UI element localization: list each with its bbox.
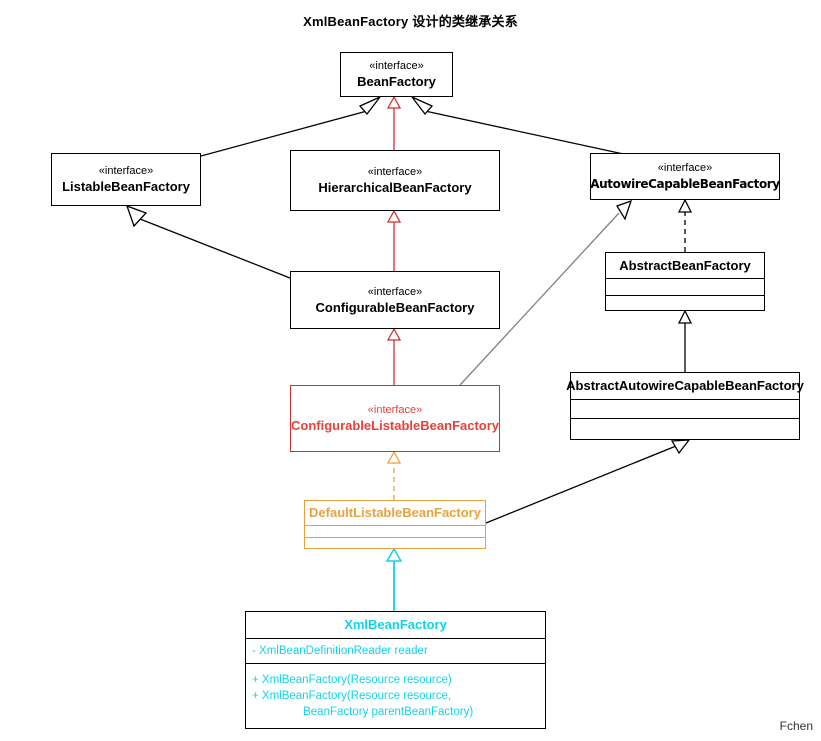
class-box-abstract-autowire-capable-bean-factory[interactable]: AbstractAutowireCapableBeanFactory <box>566 372 804 440</box>
class-methods <box>305 537 485 548</box>
edge-defaultlistable-to-configlistable <box>386 450 402 500</box>
class-header: AbstractAutowireCapableBeanFactory <box>566 373 804 399</box>
class-header: DefaultListableBeanFactory <box>305 501 485 525</box>
class-header: AbstractBeanFactory <box>606 253 764 278</box>
field-list: - XmlBeanDefinitionReader reader <box>252 645 428 657</box>
class-header: «interface» BeanFactory <box>341 53 452 96</box>
edge-defaultlistable-to-abstractautowire <box>485 439 691 524</box>
method-line-3: BeanFactory parentBeanFactory) <box>252 706 474 718</box>
class-methods <box>571 418 799 439</box>
class-box-configurable-bean-factory[interactable]: «interface» ConfigurableBeanFactory <box>290 271 500 329</box>
class-fields <box>571 399 799 418</box>
class-name: ListableBeanFactory <box>62 179 190 194</box>
class-box-autowire-capable-bean-factory[interactable]: «interface» AutowireCapableBeanFactory <box>590 153 780 200</box>
stereotype-label: «interface» <box>367 166 423 178</box>
class-fields <box>305 525 485 537</box>
edge-xmlbeanfactory-to-defaultlistable <box>385 547 403 611</box>
class-header: «interface» ListableBeanFactory <box>52 154 200 205</box>
stereotype-label: «interface» <box>367 404 423 416</box>
class-name: AbstractBeanFactory <box>619 257 751 273</box>
class-box-configurable-listable-bean-factory[interactable]: «interface» ConfigurableListableBeanFact… <box>290 385 500 452</box>
class-box-abstract-bean-factory[interactable]: AbstractBeanFactory <box>605 252 765 311</box>
class-name: DefaultListableBeanFactory <box>309 505 481 520</box>
class-methods <box>606 295 764 310</box>
edge-configlistable-to-autowire <box>459 199 633 386</box>
edge-listable-to-beanfactory <box>200 96 381 157</box>
class-header: «interface» HierarchicalBeanFactory <box>291 151 499 210</box>
stereotype-label: «interface» <box>369 60 424 72</box>
class-header: «interface» AutowireCapableBeanFactory <box>590 154 780 199</box>
page-title: XmlBeanFactory 设计的类继承关系 <box>303 14 518 29</box>
edge-hierarchical-to-beanfactory <box>386 95 402 150</box>
edge-configurable-to-listable <box>125 204 291 279</box>
class-name: HierarchicalBeanFactory <box>318 180 472 195</box>
class-name: ConfigurableListableBeanFactory <box>290 418 500 433</box>
method-line-1: + XmlBeanFactory(Resource resource) <box>252 674 452 686</box>
class-box-hierarchical-bean-factory[interactable]: «interface» HierarchicalBeanFactory <box>290 150 500 211</box>
class-methods: + XmlBeanFactory(Resource resource) + Xm… <box>246 663 545 728</box>
watermark-label: Fchen <box>779 719 813 733</box>
class-name: ConfigurableBeanFactory <box>315 299 475 315</box>
stereotype-label: «interface» <box>657 162 713 174</box>
edge-abstractautowire-to-abstractbf <box>677 309 693 372</box>
class-box-xml-bean-factory[interactable]: XmlBeanFactory - XmlBeanDefinitionReader… <box>245 611 546 729</box>
class-header: «interface» ConfigurableBeanFactory <box>291 272 499 328</box>
edge-abstractbf-to-autowire <box>677 198 693 252</box>
class-header: «interface» ConfigurableListableBeanFact… <box>291 386 499 451</box>
class-fields <box>606 278 764 295</box>
class-name: AutowireCapableBeanFactory <box>590 177 780 191</box>
class-name: XmlBeanFactory <box>344 617 447 632</box>
edge-configurable-to-hierarchical <box>386 209 402 271</box>
edge-configlistable-to-configurable <box>386 327 402 385</box>
class-box-bean-factory[interactable]: «interface» BeanFactory <box>340 52 453 97</box>
stereotype-label: «interface» <box>367 285 423 298</box>
edge-autowire-to-beanfactory <box>411 96 629 156</box>
class-box-default-listable-bean-factory[interactable]: DefaultListableBeanFactory <box>304 500 486 549</box>
class-name: AbstractAutowireCapableBeanFactory <box>566 378 804 393</box>
stereotype-label: «interface» <box>98 165 154 177</box>
class-box-listable-bean-factory[interactable]: «interface» ListableBeanFactory <box>51 153 201 206</box>
method-line-2: + XmlBeanFactory(Resource resource, <box>252 690 452 702</box>
class-header: XmlBeanFactory <box>246 612 545 638</box>
class-fields: - XmlBeanDefinitionReader reader <box>246 638 545 663</box>
class-name: BeanFactory <box>357 74 436 89</box>
